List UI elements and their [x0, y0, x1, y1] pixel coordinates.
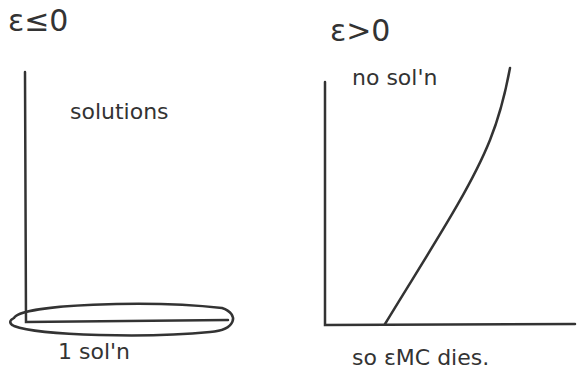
circled-axis	[10, 304, 233, 335]
region-label: no sol'n	[352, 66, 437, 90]
note-label: so εMC dies.	[352, 346, 489, 370]
axes	[325, 82, 575, 325]
condition-label: ε>0	[330, 14, 390, 47]
condition-label: ε≤0	[8, 4, 68, 37]
boundary-curve	[385, 68, 510, 324]
axes	[25, 72, 228, 322]
region-label: solutions	[70, 100, 169, 124]
region-label: 1 sol'n	[58, 340, 130, 364]
